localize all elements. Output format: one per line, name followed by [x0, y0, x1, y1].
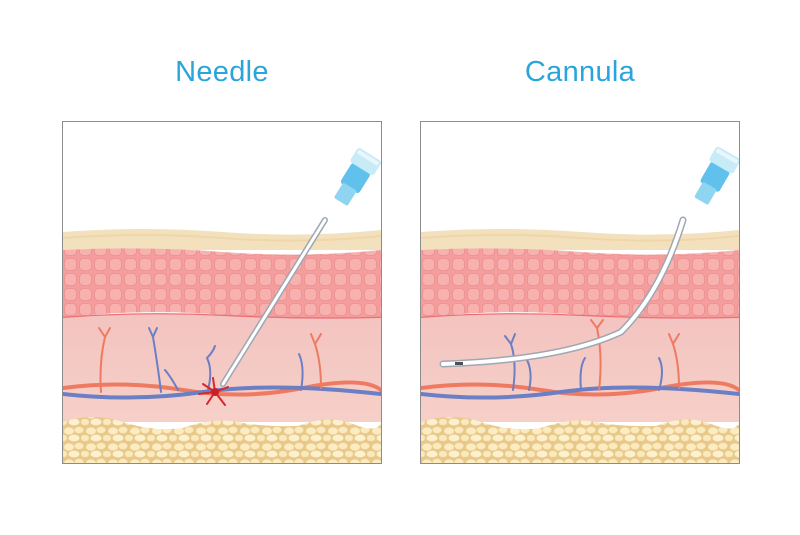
needle-title: Needle: [175, 56, 269, 88]
cannula-panel: [420, 121, 740, 464]
blood-vessels: [421, 319, 739, 400]
cannula-skin-illustration: [421, 146, 739, 463]
needle-panel: [62, 121, 382, 464]
dermis-layer: [421, 314, 739, 422]
cannula-icon: [439, 146, 739, 368]
vein-puncture-mark: [198, 377, 229, 406]
blood-vessels: [63, 327, 381, 400]
needle-skin-illustration: [63, 148, 381, 463]
subcutaneous-fat: [421, 417, 739, 463]
cannula-title: Cannula: [524, 56, 636, 88]
dermis-layer: [63, 314, 381, 422]
epidermis-layer: [63, 248, 381, 320]
subcutaneous-fat: [63, 417, 381, 463]
needle-icon: [220, 148, 381, 387]
epidermis-layer: [421, 248, 739, 320]
